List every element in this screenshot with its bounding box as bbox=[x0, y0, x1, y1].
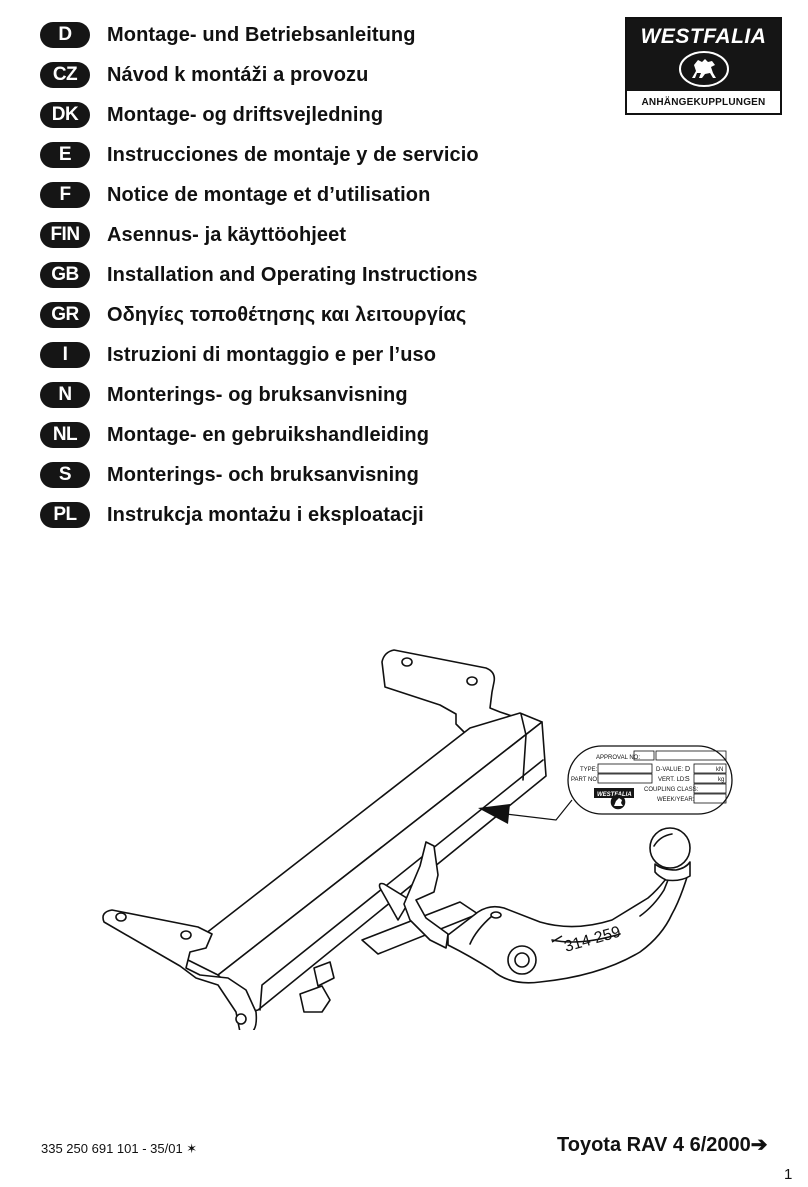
ball-neck-slot bbox=[490, 911, 502, 919]
lang-badge: GR bbox=[40, 302, 90, 328]
lang-title: Monterings- och bruksanvisning bbox=[107, 463, 419, 486]
id-plate: APPROVAL NO: TYPE: PART NO: D-VALUE: D k… bbox=[567, 745, 733, 815]
lang-badge: GB bbox=[40, 262, 90, 288]
lang-title: Instrukcja montażu i eksploatacji bbox=[107, 503, 424, 526]
lang-title: Notice de montage et d’utilisation bbox=[107, 183, 431, 206]
plate-dvalue-label: D-VALUE: bbox=[656, 767, 684, 773]
plate-dvalue-unit: kN bbox=[716, 767, 723, 773]
lang-title: Installation and Operating Instructions bbox=[107, 263, 478, 286]
westfalia-logo: WESTFALIA ANHÄNGEKUPPLUNGEN bbox=[625, 17, 782, 115]
lang-row-e: E Instrucciones de montaje y de servicio bbox=[40, 140, 600, 170]
lang-badge: NL bbox=[40, 422, 90, 448]
plate-type-label: TYPE: bbox=[580, 767, 598, 773]
lang-title: Návod k montáži a provozu bbox=[107, 63, 369, 86]
plate-part-label: PART NO: bbox=[571, 777, 599, 783]
tow-ball bbox=[649, 827, 691, 869]
plate-vert-label: VERT. LD: bbox=[658, 777, 686, 783]
horse-emblem-icon bbox=[679, 51, 729, 87]
lang-title: Montage- og driftsvejledning bbox=[107, 103, 384, 126]
cross-beam-top bbox=[177, 712, 543, 976]
lang-title: Montage- und Betriebsanleitung bbox=[107, 23, 416, 46]
lang-title: Montage- en gebruikshandleiding bbox=[107, 423, 430, 446]
logo-brand: WESTFALIA bbox=[640, 25, 767, 48]
bracket-bolt-hole bbox=[115, 912, 127, 922]
lang-title: Asennus- ja käyttöohjeet bbox=[107, 223, 347, 246]
drop-bracket bbox=[378, 882, 411, 921]
bracket-bolt-hole bbox=[466, 676, 478, 686]
vehicle-model: Toyota RAV 4 6/2000➔ bbox=[557, 1134, 768, 1156]
plate-approval-label: APPROVAL NO: bbox=[596, 755, 640, 761]
plate-brand: WESTFALIA bbox=[597, 792, 632, 798]
bracket-bolt-hole bbox=[401, 657, 413, 667]
socket-hook bbox=[403, 841, 449, 949]
lang-badge: N bbox=[40, 382, 90, 408]
lang-row-d: D Montage- und Betriebsanleitung bbox=[40, 20, 600, 50]
lang-badge: F bbox=[40, 182, 90, 208]
lang-title: Instrucciones de montaje y de servicio bbox=[107, 143, 479, 166]
lang-badge: D bbox=[40, 22, 90, 48]
logo-banner: WESTFALIA bbox=[627, 19, 780, 91]
bracket-bolt-hole bbox=[180, 930, 192, 940]
page-number: 1 bbox=[784, 1166, 793, 1183]
ball-collar bbox=[654, 861, 691, 882]
towbar-drawing: 314 259 APPROVAL NO: TYPE: PART NO: D-VA… bbox=[102, 649, 733, 1030]
lang-row-cz: CZ Návod k montáži a provozu bbox=[40, 60, 600, 90]
lang-badge: I bbox=[40, 342, 90, 368]
lang-row-gr: GR Οδηγίες τοποθέτησης και λειτουργίας bbox=[40, 300, 600, 330]
lang-title: Οδηγίες τοποθέτησης και λειτουργίας bbox=[107, 303, 467, 326]
plate-class-label: COUPLING CLASS: bbox=[644, 787, 699, 793]
plate-week-label: WEEK/YEAR: bbox=[657, 797, 695, 803]
lang-row-n: N Monterings- og bruksanvisning bbox=[40, 380, 600, 410]
lang-badge: DK bbox=[40, 102, 90, 128]
plate-dvalue-symbol: D bbox=[685, 766, 690, 773]
lang-badge: PL bbox=[40, 502, 90, 528]
lang-row-s: S Monterings- och bruksanvisning bbox=[40, 460, 600, 490]
lang-badge: FIN bbox=[40, 222, 90, 248]
logo-subtitle: ANHÄNGEKUPPLUNGEN bbox=[641, 97, 766, 108]
lang-row-nl: NL Montage- en gebruikshandleiding bbox=[40, 420, 600, 450]
lang-row-pl: PL Instrukcja montażu i eksploatacji bbox=[40, 500, 600, 530]
lang-badge: CZ bbox=[40, 62, 90, 88]
lang-row-i: I Istruzioni di montaggio e per l’uso bbox=[40, 340, 600, 370]
bracket-bolt-hole bbox=[235, 1013, 247, 1025]
lang-title: Istruzioni di montaggio e per l’uso bbox=[107, 343, 437, 366]
lang-badge: E bbox=[40, 142, 90, 168]
lang-row-f: F Notice de montage et d’utilisation bbox=[40, 180, 600, 210]
ball-neck bbox=[447, 869, 689, 984]
lang-row-gb: GB Installation and Operating Instructio… bbox=[40, 260, 600, 290]
plate-vert-symbol: S bbox=[685, 776, 690, 783]
lang-row-fin: FIN Asennus- ja käyttöohjeet bbox=[40, 220, 600, 250]
lang-badge: S bbox=[40, 462, 90, 488]
plate-vert-unit: kg bbox=[718, 777, 724, 783]
plate-pointer bbox=[478, 799, 573, 824]
lang-row-dk: DK Montage- og driftsvejledning bbox=[40, 100, 600, 130]
lang-title: Monterings- og bruksanvisning bbox=[107, 383, 408, 406]
left-mounting-bracket bbox=[102, 909, 258, 1030]
document-number: 335 250 691 101 - 35/01 ✶ bbox=[41, 1141, 198, 1156]
